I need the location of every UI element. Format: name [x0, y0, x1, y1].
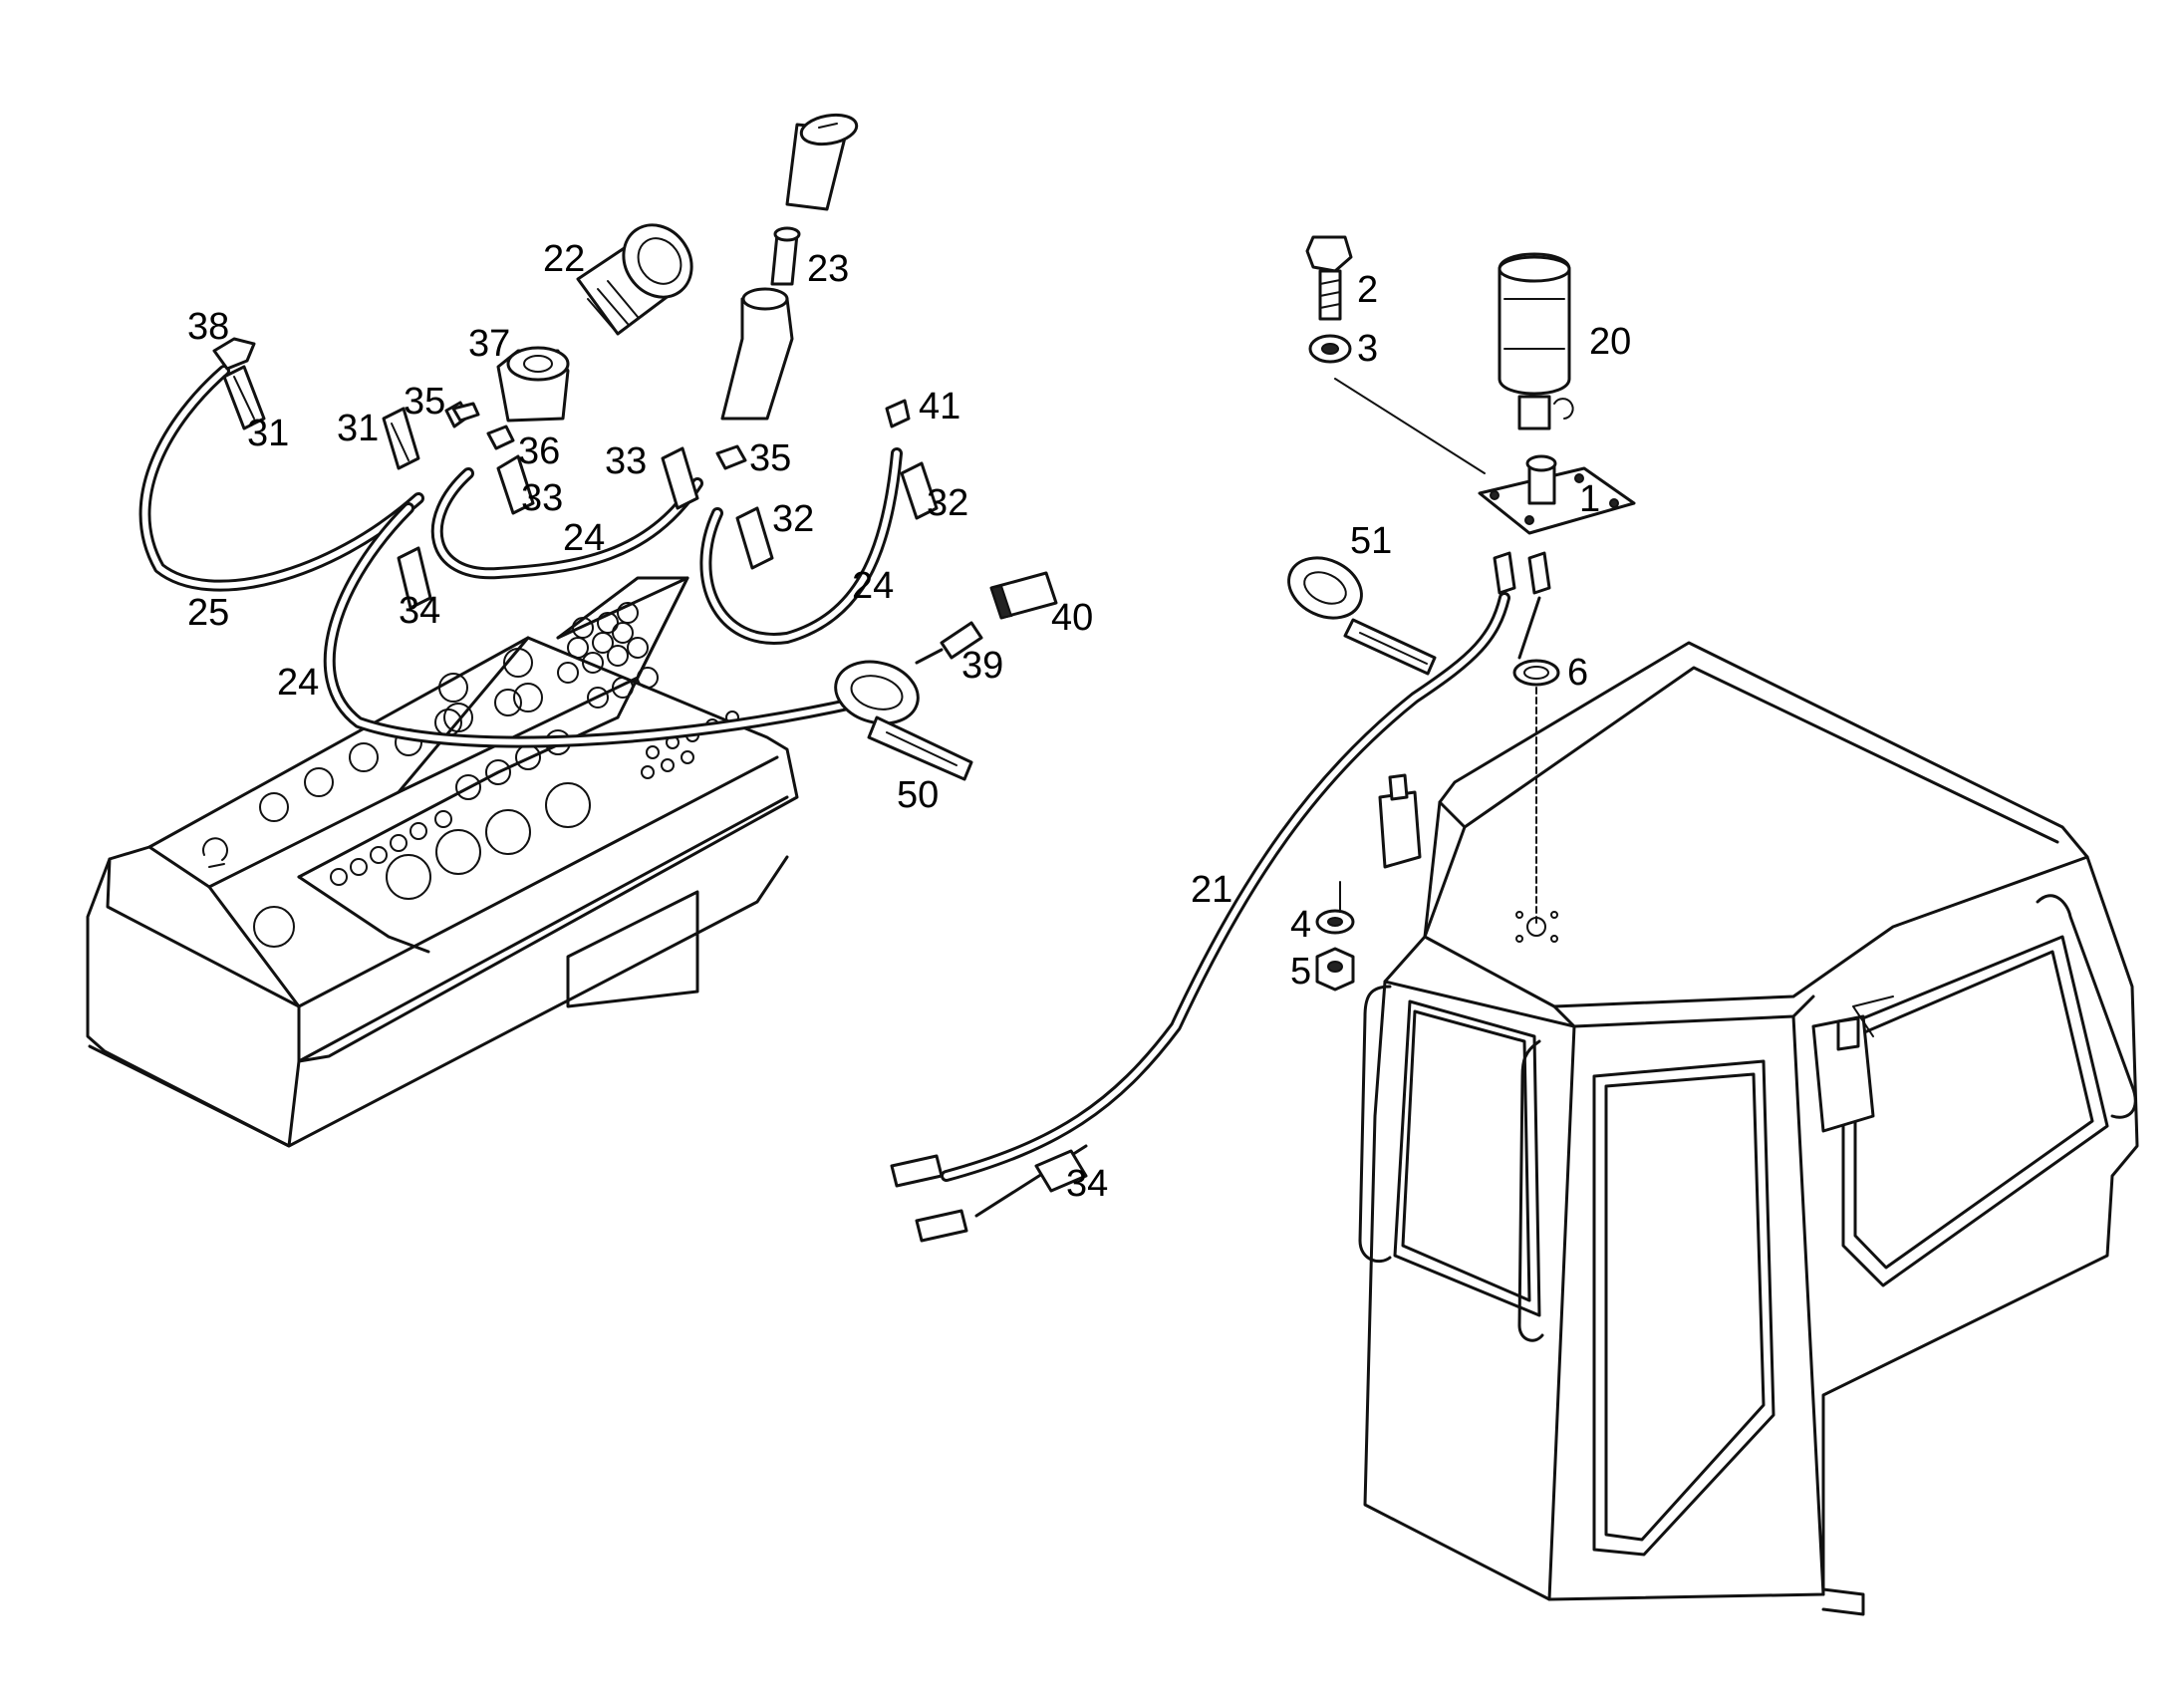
label-part-33-a: 33 [521, 477, 563, 519]
label-part-25: 25 [187, 592, 229, 634]
sleeve-31b [382, 407, 420, 470]
label-part-23: 23 [807, 248, 849, 290]
knob-37 [496, 346, 570, 423]
label-part-41: 41 [919, 386, 960, 427]
nut-5 [1315, 947, 1355, 992]
label-part-6: 6 [1567, 652, 1588, 694]
terminal-38 [212, 337, 256, 371]
label-part-32-b: 32 [927, 482, 968, 524]
label-part-24-a: 24 [563, 517, 605, 559]
plug-39 [915, 621, 983, 665]
bolt-2 [1305, 235, 1353, 321]
terminal-35b [715, 444, 747, 470]
cable-24-main [323, 502, 863, 748]
loose-terminals [890, 1154, 968, 1243]
sleeve-33a [496, 454, 535, 515]
beacon-20 [1498, 252, 1574, 430]
base-plate-1 [1478, 454, 1636, 535]
label-part-22: 22 [543, 238, 585, 280]
label-part-34-b: 34 [1066, 1163, 1108, 1205]
instrument-console [86, 576, 799, 1148]
washer-6 [1512, 659, 1560, 687]
terminal-35a [444, 401, 480, 428]
label-part-40: 40 [1051, 597, 1093, 639]
cable-clamp-50 [834, 660, 973, 781]
connector-40 [989, 571, 1058, 620]
label-part-31-b: 31 [337, 408, 379, 449]
label-part-32-a: 32 [772, 498, 814, 540]
label-part-5: 5 [1290, 951, 1311, 993]
label-part-3: 3 [1357, 328, 1378, 370]
sleeve-33b [661, 446, 699, 510]
label-part-1: 1 [1579, 478, 1600, 520]
sleeve-31a [222, 365, 266, 430]
label-part-21: 21 [1191, 869, 1232, 911]
label-part-2: 2 [1357, 269, 1378, 311]
label-part-33-b: 33 [605, 440, 647, 482]
operator-cab [1358, 641, 2139, 1616]
label-part-50: 50 [897, 774, 939, 816]
fuse-holder-cap [785, 113, 859, 211]
cable-21 [941, 592, 1541, 1218]
label-part-38: 38 [187, 306, 229, 348]
sleeve-34b [1034, 1149, 1088, 1193]
leader-bolt [1334, 378, 1486, 474]
label-part-31-a: 31 [247, 413, 289, 454]
terminal-41 [885, 399, 911, 428]
washer-4 [1315, 909, 1355, 935]
cable-clamp-51 [1287, 556, 1437, 676]
sleeve-34a [397, 546, 432, 610]
label-part-36: 36 [518, 430, 560, 472]
label-part-4: 4 [1290, 904, 1311, 946]
part-labels: 1 2 3 4 5 6 20 21 22 23 24 24 24 25 31 3… [187, 238, 1631, 1205]
label-part-37: 37 [468, 323, 510, 365]
washer-3 [1308, 334, 1352, 364]
sleeve-32b [900, 461, 939, 520]
label-part-34-a: 34 [399, 590, 440, 632]
cable-24-middle [430, 467, 703, 580]
terminals-pair [1493, 551, 1551, 595]
terminal-36 [486, 425, 515, 450]
label-part-35-b: 35 [749, 437, 791, 479]
label-part-51: 51 [1350, 520, 1392, 562]
switch-22 [576, 223, 693, 336]
sleeve-32a [735, 506, 774, 570]
fuse-holder-body [720, 287, 794, 421]
label-part-24-b: 24 [852, 565, 894, 607]
label-part-24-c: 24 [277, 662, 319, 704]
label-part-35-a: 35 [404, 381, 445, 423]
label-part-20: 20 [1589, 321, 1631, 363]
label-part-39: 39 [961, 645, 1003, 687]
cable-25 [138, 365, 424, 592]
fuse-23 [770, 226, 801, 286]
cable-24-right [699, 447, 903, 645]
